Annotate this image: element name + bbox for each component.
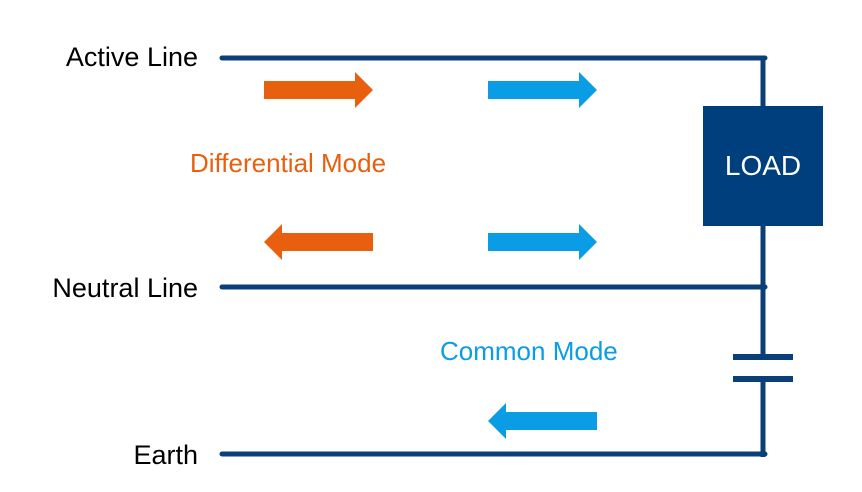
common-arrow-earth-left [488, 403, 597, 439]
differential-arrow-active-right [264, 72, 373, 108]
load-label: LOAD [724, 150, 802, 181]
differential-mode-label: Differential Mode [190, 148, 387, 178]
common-arrow-active-right [488, 72, 597, 108]
common-arrow-neutral-right [488, 224, 597, 260]
common-mode-label: Common Mode [440, 336, 618, 366]
differential-arrow-neutral-left [264, 224, 373, 260]
load-block [703, 106, 823, 226]
active-line-label: Active Line [65, 42, 198, 72]
neutral-line-label: Neutral Line [52, 273, 198, 303]
earth-label: Earth [133, 440, 198, 470]
